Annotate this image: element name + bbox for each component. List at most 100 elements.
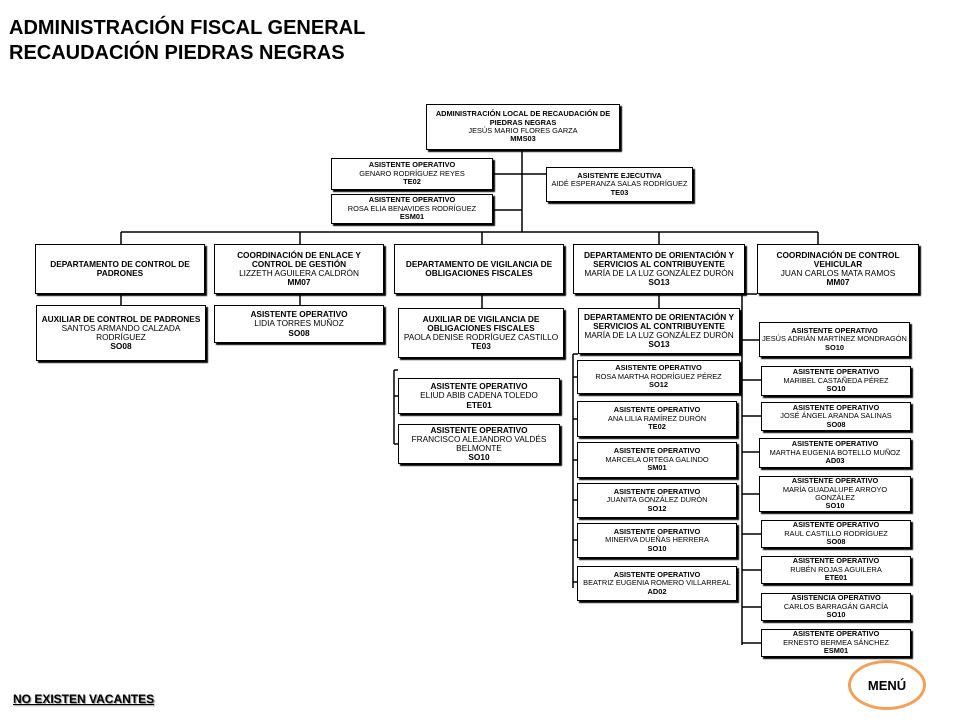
org-box-person: ELIUD ABIB CADENA TOLEDO (420, 390, 538, 401)
org-box-person: LIDIA TORRES MUÑOZ (254, 318, 344, 329)
org-box-coord-enlace: COORDINACIÓN DE ENLACE Y CONTROL DE GEST… (214, 244, 384, 294)
org-box-asistencia-carlos: ASISTENCIA OPERATIVO CARLOS BARRAGÁN GAR… (761, 593, 911, 621)
org-box-title: ASISTENTE OPERATIVO (250, 309, 348, 320)
org-box-title: ASISTENTE OPERATIVO (791, 325, 878, 335)
org-box-person: JOSÉ ÁNGEL ARANDA SALINAS (780, 411, 892, 421)
org-box-asistente-ejecutiva: ASISTENTE EJECUTIVA AIDÉ ESPERANZA SALAS… (546, 167, 693, 202)
org-box-person: RUBÉN ROJAS AGUILERA (790, 564, 882, 574)
org-box-code: SO10 (826, 610, 846, 620)
org-box-code: MMS03 (510, 134, 536, 144)
org-box-code: TE03 (471, 341, 491, 352)
org-box-person: SANTOS ARMANDO CALZADA RODRÍGUEZ (61, 322, 181, 342)
org-box-title: COORDINACIÓN DE CONTROL VEHICULAR (776, 249, 900, 269)
org-box-title: ASISTENTE OPERATIVO (368, 195, 456, 205)
org-box-person: JUANITA GONZÁLEZ DURÓN (606, 495, 708, 505)
org-box-person: ERNESTO BERMEA SÁNCHEZ (783, 637, 889, 647)
org-box-code: ETE01 (466, 399, 492, 410)
org-box-dept-orientacion-2: DEPARTAMENTO DE ORIENTACIÓN Y SERVICIOS … (578, 308, 740, 354)
org-box-code: SO10 (468, 452, 490, 463)
org-box-person: JESÚS MARIO FLORES GARZA (468, 126, 578, 135)
org-box-title: ASISTENTE OPERATIVO (792, 367, 880, 377)
org-box-person: CARLOS BARRAGÁN GARCÍA (783, 601, 889, 611)
title-line-1: ADMINISTRACIÓN FISCAL GENERAL (9, 17, 366, 39)
page-title: ADMINISTRACIÓN FISCAL GENERAL RECAUDACIÓ… (9, 16, 365, 66)
vacancies-notice: NO EXISTEN VACANTES (13, 692, 155, 706)
org-box-person: MARÍA DE LA LUZ GONZÁLEZ DURÓN (584, 268, 734, 278)
org-box-title: ASISTENCIA OPERATIVO (791, 593, 881, 603)
org-box-person: GENARO RODRÍGUEZ REYES (359, 168, 465, 178)
org-box-title: ASISTENTE OPERATIVO (613, 405, 701, 415)
org-box-person: FRANCISCO ALEJANDRO VALDÉS BELMONTE (411, 433, 547, 453)
org-box-code: SO10 (647, 543, 667, 553)
org-box-title: ASISTENTE OPERATIVO (792, 629, 880, 639)
org-box-code: ESM01 (399, 212, 425, 222)
org-box-code: MM07 (287, 277, 311, 288)
org-box-person: JESÚS ADRIÁN MARTÍNEZ MONDRAGÓN (762, 334, 907, 344)
org-box-asistente-maria-guadalupe: ASISTENTE OPERATIVO MARÍA GUADALUPE ARRO… (759, 476, 911, 512)
org-box-code: TE02 (648, 422, 666, 432)
org-box-person: MARÍA GUADALUPE ARROYO GONZÁLEZ (782, 484, 888, 502)
org-box-code: SO12 (647, 503, 667, 513)
org-box-person: MARIBEL CASTAÑEDA PÉREZ (783, 375, 889, 385)
org-box-title: ASISTENTE OPERATIVO (791, 476, 879, 486)
org-box-title: ASISTENTE OPERATIVO (613, 446, 701, 456)
org-box-admin-local: ADMINISTRACIÓN LOCAL DE RECAUDACIÓN DE P… (426, 104, 620, 150)
org-box-title: DEPARTAMENTO DE CONTROL DE PADRONES (50, 258, 190, 278)
org-box-person: BEATRIZ EUGENIA ROMERO VILLARREAL (583, 578, 731, 588)
org-box-title: ASISTENTE OPERATIVO (613, 569, 701, 579)
org-box-asistente-genaro: ASISTENTE OPERATIVO GENARO RODRÍGUEZ REY… (331, 158, 493, 190)
org-box-title: ASISTENTE OPERATIVO (792, 520, 880, 530)
org-box-title: ASISTENTE OPERATIVO (613, 486, 701, 496)
org-box-title: ASISTENTE OPERATIVO (430, 424, 528, 435)
org-box-asistente-martha: ASISTENTE OPERATIVO MARTHA EUGENIA BOTEL… (759, 438, 911, 468)
org-box-asistente-lidia: ASISTENTE OPERATIVO LIDIA TORRES MUÑOZ S… (214, 305, 384, 343)
org-box-code: SO08 (826, 537, 846, 547)
org-box-code: TE03 (610, 187, 629, 197)
org-box-asistente-ana-lilia: ASISTENTE OPERATIVO ANA LILIA RAMÍREZ DU… (577, 401, 737, 437)
org-box-title: ASISTENTE OPERATIVO (792, 402, 880, 412)
org-box-code: SO08 (288, 327, 310, 338)
org-box-title: ADMINISTRACIÓN LOCAL DE RECAUDACIÓN DE P… (435, 109, 611, 127)
org-box-asistente-raul: ASISTENTE OPERATIVO RAUL CASTILLO RODRÍG… (761, 520, 911, 548)
org-box-title: ASISTENTE EJECUTIVA (577, 170, 662, 180)
org-box-asistente-maribel: ASISTENTE OPERATIVO MARIBEL CASTAÑEDA PÉ… (761, 366, 911, 396)
org-box-title: ASISTENTE OPERATIVO (613, 526, 701, 536)
menu-button[interactable]: MENÚ (848, 660, 926, 710)
org-box-asistente-rosa-martha: ASISTENTE OPERATIVO ROSA MARTHA RODRÍGUE… (577, 360, 740, 394)
org-box-person: JUAN CARLOS MATA RAMOS (780, 268, 896, 278)
org-box-code: ETE01 (824, 573, 848, 583)
org-box-asistente-rosa-elia: ASISTENTE OPERATIVO ROSA ELIA BENAVIDES … (331, 194, 493, 224)
org-box-title: DEPARTAMENTO DE VIGILANCIA DE OBLIGACION… (405, 258, 553, 278)
org-box-code: SM01 (647, 463, 667, 473)
org-box-asistente-minerva: ASISTENTE OPERATIVO MINERVA DUEÑAS HERRE… (577, 523, 737, 558)
org-box-dept-control-padrones: DEPARTAMENTO DE CONTROL DE PADRONES (35, 244, 205, 294)
org-box-code: AD02 (647, 586, 667, 596)
org-box-code: SO10 (825, 342, 844, 352)
org-box-title: DEPARTAMENTO DE ORIENTACIÓN Y SERVICIOS … (584, 311, 734, 331)
org-box-code: ESM01 (823, 646, 849, 656)
org-box-title: ASISTENTE OPERATIVO (791, 439, 879, 449)
org-box-person: MINERVA DUEÑAS HERRERA (605, 535, 709, 545)
org-box-code: SO10 (825, 501, 845, 511)
org-box-auxiliar-vigilancia: AUXILIAR DE VIGILANCIA DE OBLIGACIONES F… (398, 308, 564, 358)
org-box-asistente-ernesto: ASISTENTE OPERATIVO ERNESTO BERMEA SÁNCH… (761, 629, 911, 657)
org-box-person: AIDÉ ESPERANZA SALAS RODRÍGUEZ (551, 179, 688, 189)
org-box-title: AUXILIAR DE CONTROL DE PADRONES (41, 313, 201, 324)
org-box-asistente-francisco: ASISTENTE OPERATIVO FRANCISCO ALEJANDRO … (398, 424, 560, 464)
org-box-code: TE02 (403, 177, 421, 187)
org-box-code: SO13 (648, 339, 670, 350)
org-box-asistente-marcela: ASISTENTE OPERATIVO MARCELA ORTEGA GALIN… (577, 442, 737, 478)
title-line-2: RECAUDACIÓN PIEDRAS NEGRAS (9, 42, 345, 64)
org-box-coord-control-vehicular: COORDINACIÓN DE CONTROL VEHICULAR JUAN C… (757, 244, 919, 294)
org-box-asistente-jesus-adrian: ASISTENTE OPERATIVO JESÚS ADRIÁN MARTÍNE… (759, 322, 910, 357)
org-box-asistente-ruben: ASISTENTE OPERATIVO RUBÉN ROJAS AGUILERA… (761, 556, 911, 584)
org-box-code: MM07 (826, 277, 850, 288)
org-box-person: ROSA ELIA BENAVIDES RODRÍGUEZ (347, 203, 477, 213)
org-box-person: PAOLA DENISE RODRÍGUEZ CASTILLO (403, 332, 559, 342)
org-box-asistente-jose-angel: ASISTENTE OPERATIVO JOSÉ ÁNGEL ARANDA SA… (761, 402, 911, 431)
org-box-asistente-juanita: ASISTENTE OPERATIVO JUANITA GONZÁLEZ DUR… (577, 483, 737, 518)
org-box-code: SO08 (826, 419, 846, 429)
org-box-code: SO12 (649, 380, 668, 390)
org-box-code: SO13 (648, 277, 670, 288)
org-box-person: MARÍA DE LA LUZ GONZÁLEZ DURÓN (584, 330, 734, 340)
